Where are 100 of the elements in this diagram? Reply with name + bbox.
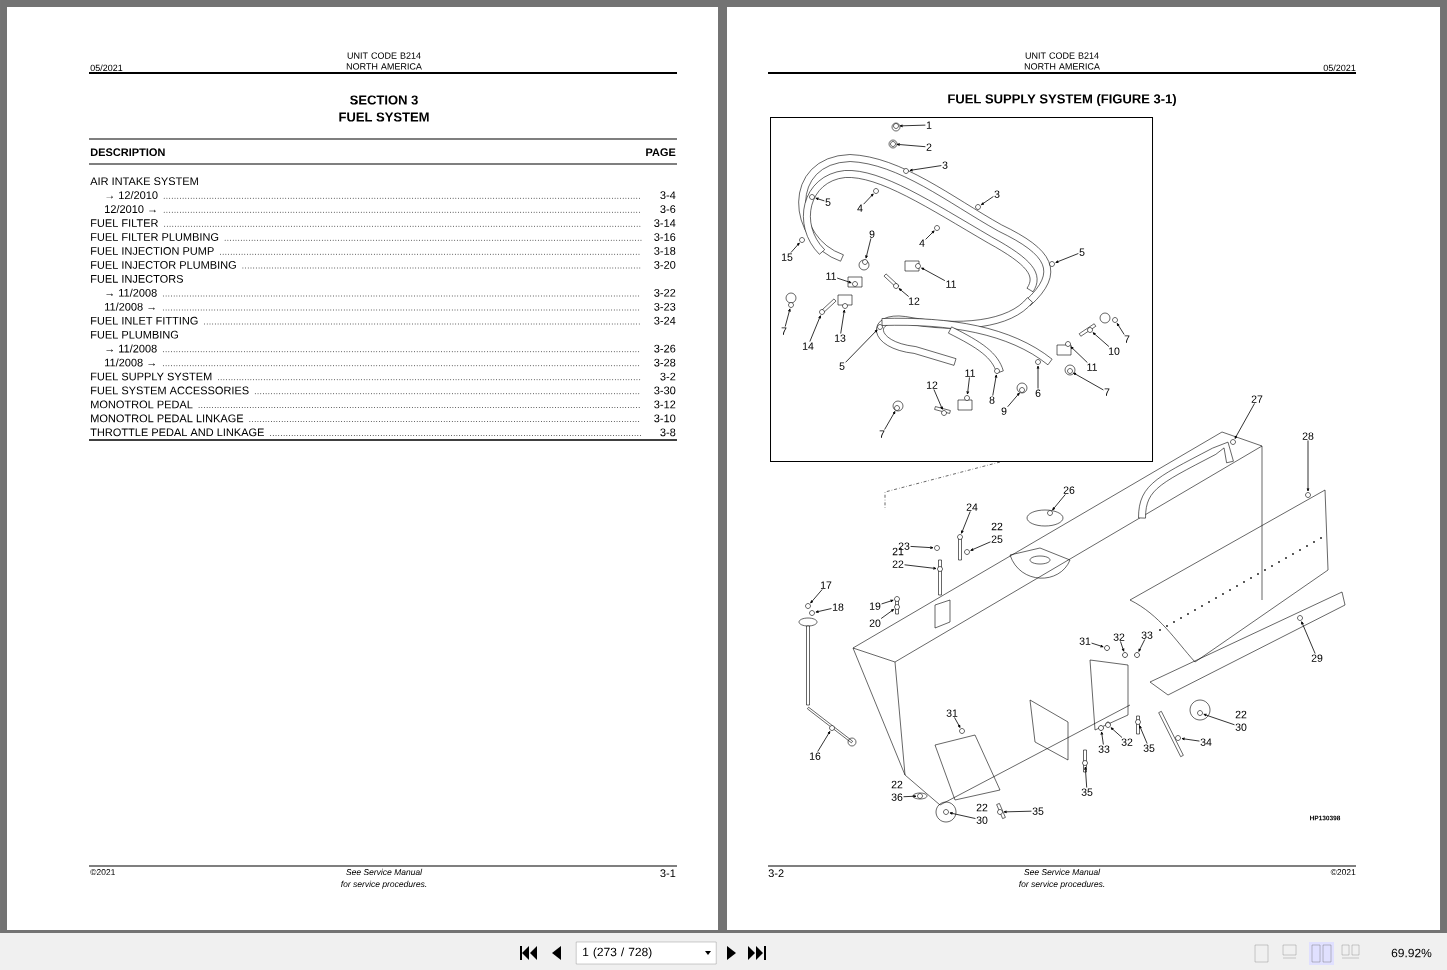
contents-entry: 12/2010 → — [105, 204, 156, 213]
callout-number: 3 — [994, 190, 1000, 198]
callout-number: 35 — [1081, 788, 1093, 796]
callout-number: 11 — [826, 272, 836, 280]
footer-note: See Service Manual — [1024, 868, 1101, 876]
fitting — [893, 123, 899, 129]
fitting — [964, 395, 970, 401]
callout-number: 3 — [942, 161, 948, 169]
zoom-level: 69.92% — [1391, 948, 1432, 958]
fitting — [959, 728, 965, 734]
callout-number: 16 — [809, 752, 821, 760]
leader-line — [896, 143, 926, 148]
leader-line — [921, 267, 946, 282]
fitting — [1135, 719, 1141, 725]
section-heading: FUEL SYSTEM — [339, 112, 429, 122]
fitting — [934, 225, 940, 231]
callout-number: 5 — [825, 198, 831, 206]
fitting — [1049, 261, 1055, 267]
callout-number: 33 — [1098, 745, 1110, 753]
leader-line — [1091, 642, 1104, 648]
leader-line — [1070, 346, 1088, 363]
column-header: PAGE — [646, 148, 676, 157]
fitting — [943, 809, 949, 815]
contents-entry: 11/2008 → — [105, 358, 155, 367]
fitting — [1087, 327, 1093, 333]
fitting — [1297, 615, 1303, 621]
fitting — [1019, 387, 1025, 393]
leader-line — [1203, 713, 1235, 726]
footer-note: for service procedures. — [341, 880, 427, 889]
leader-line — [1138, 639, 1146, 652]
callout-number: 22 36 — [891, 780, 903, 801]
fitting — [1104, 645, 1110, 651]
leader-line — [865, 238, 872, 259]
leader-line — [1234, 403, 1255, 439]
fitting — [1047, 510, 1053, 516]
fitting — [1112, 317, 1118, 323]
leader-line — [1052, 494, 1066, 511]
footer-note: for service procedures. — [1019, 880, 1105, 889]
callout-number: 7 — [1104, 388, 1110, 396]
date: 05/2021 — [1323, 64, 1356, 72]
inset-frame — [770, 117, 1153, 462]
fitting — [917, 793, 923, 799]
page-reference: 3-24 — [654, 316, 676, 325]
callout-number: 6 — [1035, 389, 1041, 397]
fitting — [994, 368, 1000, 374]
fitting — [890, 141, 896, 147]
fitting — [1305, 492, 1311, 498]
callout-number: 17 — [820, 581, 832, 589]
leader-line — [1301, 621, 1316, 654]
fitting — [894, 604, 900, 610]
leader-line — [1036, 365, 1040, 389]
fitting — [1082, 760, 1088, 766]
callout-number: 32 — [1121, 738, 1133, 746]
callout-number: 35 — [1143, 744, 1155, 752]
leader-line — [815, 197, 825, 202]
leader-line — [903, 795, 917, 798]
callout-number: 4 — [857, 204, 863, 212]
callout-number: 12 — [908, 297, 920, 305]
fitting — [1197, 710, 1203, 716]
callout-number: 27 — [1251, 395, 1263, 403]
leader-line — [845, 329, 878, 363]
leader-line — [1100, 731, 1104, 745]
callout-number: 18 — [832, 603, 844, 611]
page-reference: 3-6 — [660, 205, 676, 213]
page-number: 3-1 — [660, 869, 676, 878]
fitting — [788, 302, 794, 308]
page-reference: 3-4 — [660, 191, 676, 200]
fitting — [809, 194, 815, 200]
leader-line — [790, 242, 800, 253]
fitting — [873, 188, 879, 194]
leader-line — [1055, 253, 1079, 263]
leader-line — [1139, 725, 1148, 744]
callout-number: 8 — [989, 396, 995, 404]
leader-line — [840, 309, 846, 334]
callout-number: 4 — [919, 239, 925, 247]
page-reference: 3-26 — [654, 344, 676, 353]
contents-entry: FUEL INJECTORS — [91, 275, 183, 283]
callout-number: 22 30 — [976, 803, 988, 824]
fitting — [809, 610, 815, 616]
leader-line — [1110, 727, 1123, 738]
callout-number: 31 — [1079, 637, 1091, 645]
leader-line — [836, 277, 852, 284]
leader-line — [784, 308, 791, 327]
contents-entry: FUEL SYSTEM ACCESSORIES — [91, 386, 249, 395]
contents-entry: THROTTLE PEDAL AND LINKAGE — [90, 428, 264, 437]
fitting — [842, 303, 848, 309]
callout-number: 7 — [1124, 335, 1130, 343]
leader-line — [954, 717, 961, 728]
page-reference: 3-14 — [654, 219, 676, 227]
page-reference: 3-28 — [654, 358, 676, 367]
leader-line — [970, 541, 991, 551]
callout-number: 7 — [781, 327, 787, 335]
leader-line — [925, 230, 935, 240]
fitting — [964, 549, 970, 555]
callout-number: 11 — [1087, 363, 1097, 371]
callout-number: 9 — [869, 230, 875, 238]
footer-note: See Service Manual — [346, 868, 423, 876]
leader-line — [1181, 737, 1200, 742]
leader-line — [1003, 810, 1032, 814]
contents-entry: FUEL INLET FITTING — [91, 316, 198, 325]
